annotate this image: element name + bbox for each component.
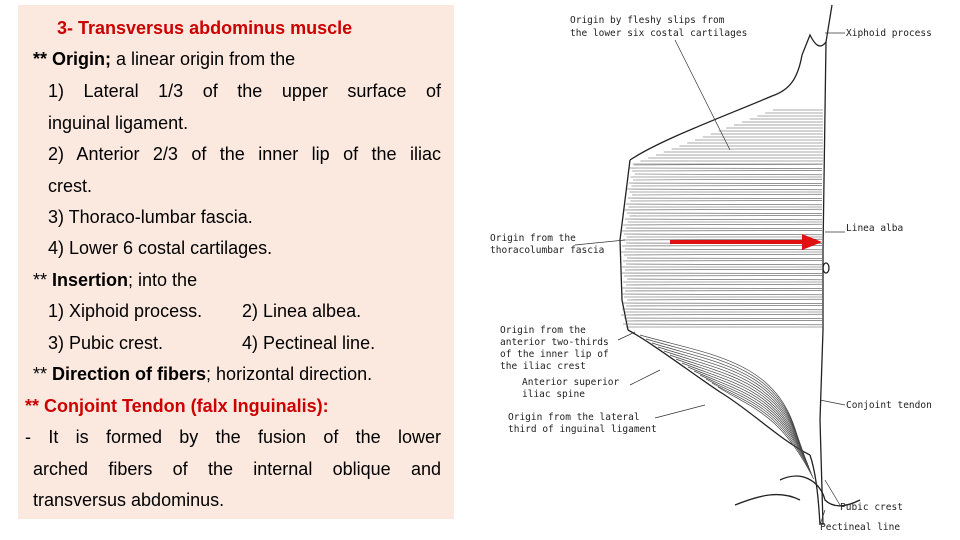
text-panel [18, 5, 454, 519]
origin-item-4: 4) Lower 6 costal cartilages. [48, 238, 273, 258]
label-conjoint: Conjoint tendon [846, 400, 932, 411]
insertion-prefix: ** [33, 270, 53, 290]
label-iliac-2: anterior two-thirds [500, 337, 609, 348]
label-asis-2: iliac spine [522, 389, 585, 400]
origin-rest: a linear origin from the [111, 49, 296, 69]
label-linea-alba: Linea alba [846, 223, 903, 234]
origin-item-3: 3) Thoraco-lumbar fascia. [48, 207, 253, 227]
label-thoracolumbar-2: thoracolumbar fascia [490, 245, 604, 256]
label-inguinal-2: third of inguinal ligament [508, 424, 657, 435]
origin-item-1a: 1) Lateral 1/3 of the upper surface of [48, 81, 441, 101]
direction-label: Direction of fibers [52, 364, 207, 384]
label-origin-slips-2: the lower six costal cartilages [570, 28, 747, 39]
label-iliac-1: Origin from the [500, 325, 586, 336]
insertion-item-1: 1) Xiphoid process. [48, 301, 203, 321]
label-asis-1: Anterior superior [522, 377, 620, 388]
leader-lines [574, 32, 846, 526]
label-pectineal: Pectineal line [820, 522, 900, 533]
insertion-line: ** Insertion; into the [33, 269, 197, 291]
label-pubic-crest: Pubic crest [840, 502, 903, 513]
red-arrow [670, 234, 822, 250]
label-origin-slips-1: Origin by fleshy slips from [570, 15, 725, 26]
label-thoracolumbar-1: Origin from the [490, 233, 576, 244]
origin-item-1b: inguinal ligament. [48, 113, 189, 133]
conjoint-line-3: transversus abdominus. [33, 490, 225, 510]
origin-line: ** Origin; a linear origin from the [33, 48, 295, 70]
label-xiphoid: Xiphoid process [846, 28, 932, 39]
insertion-rest: ; into the [128, 270, 198, 290]
section-heading: 3- Transversus abdominus muscle [57, 18, 353, 38]
direction-line: ** Direction of fibers; horizontal direc… [33, 363, 372, 385]
origin-item-2a: 2) Anterior 2/3 of the inner lip of the … [48, 144, 441, 164]
origin-label: ** Origin; [33, 49, 112, 69]
insertion-item-3: 3) Pubic crest. [48, 333, 164, 353]
transversus-abdominis-diagram: Origin by fleshy slips from the lower si… [490, 4, 932, 533]
label-inguinal-1: Origin from the lateral [508, 412, 640, 423]
insertion-label: Insertion [52, 270, 129, 290]
muscle-outline [619, 4, 861, 526]
conjoint-line-1: - It is formed by the fusion of the lowe… [25, 427, 441, 447]
label-iliac-3: of the inner lip of [500, 349, 609, 360]
insertion-item-4: 4) Pectineal line. [242, 333, 376, 353]
insertion-item-2: 2) Linea albea. [242, 301, 362, 321]
conjoint-line-2: arched fibers of the internal oblique an… [33, 459, 441, 479]
arched-fibers [639, 334, 814, 480]
direction-prefix: ** [33, 364, 53, 384]
conjoint-heading: ** Conjoint Tendon (falx Inguinalis): [25, 396, 329, 416]
direction-rest: ; horizontal direction. [206, 364, 373, 384]
origin-item-2b: crest. [48, 176, 93, 196]
muscle-fibers [620, 109, 823, 328]
label-iliac-4: the iliac crest [500, 361, 586, 372]
